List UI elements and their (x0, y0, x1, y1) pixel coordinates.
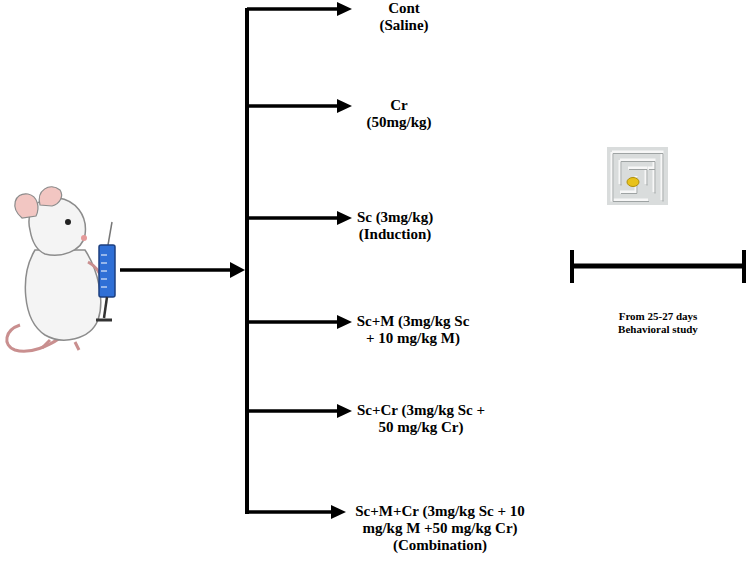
rat-feet (42, 340, 79, 350)
arrow-head (337, 404, 352, 418)
arrow-line (247, 7, 340, 11)
group-label: Cont (Saline) (372, 0, 436, 34)
group-label: Cr (50mg/kg) (362, 97, 436, 131)
maze-cheese (627, 178, 639, 187)
maze-floor (607, 147, 668, 205)
rat-illustration (7, 187, 102, 352)
timeline-cap (570, 250, 574, 283)
maze-shadow (613, 154, 663, 202)
maze-icon (607, 147, 668, 205)
arrow-head (337, 211, 352, 225)
syringe-symbol (96, 222, 115, 320)
arrow-line (247, 216, 340, 220)
arrow-head (337, 315, 352, 329)
syringe-plunger (96, 319, 112, 322)
timeline-line (572, 264, 744, 269)
arrow-head (337, 2, 352, 16)
timeline-cap (742, 250, 746, 283)
trunk-line (245, 8, 249, 514)
arrow-line (120, 268, 232, 272)
rat-eye (65, 219, 71, 225)
syringe-needle (108, 222, 112, 245)
branch-arrows (120, 2, 352, 519)
arrow-line (247, 409, 340, 413)
group-label: Sc+M (3mg/kg Sc + 10 mg/kg M) (354, 313, 472, 347)
timeline-label: From 25-27 days Behavioral study (610, 310, 706, 336)
rat-ear (15, 194, 38, 218)
arrow-line (247, 510, 334, 514)
arrow-line (247, 104, 340, 108)
rat-ear (39, 187, 61, 206)
rat-nose (81, 235, 87, 241)
group-label: Sc+M+Cr (3mg/kg Sc + 10 mg/kg M +50 mg/k… (345, 503, 535, 554)
arrow-head (230, 262, 245, 278)
syringe-barrel (99, 245, 115, 297)
arrow-head (337, 99, 352, 113)
syringe-scale (101, 255, 107, 287)
arrow-head (331, 505, 346, 519)
group-label: Sc+Cr (3mg/kg Sc + 50 mg/kg Cr) (352, 402, 490, 436)
syringe-plunger (104, 297, 107, 318)
arrow-line (247, 320, 340, 324)
group-label: Sc (3mg/kg) (Induction) (339, 209, 451, 243)
timeline-bar (572, 250, 744, 283)
